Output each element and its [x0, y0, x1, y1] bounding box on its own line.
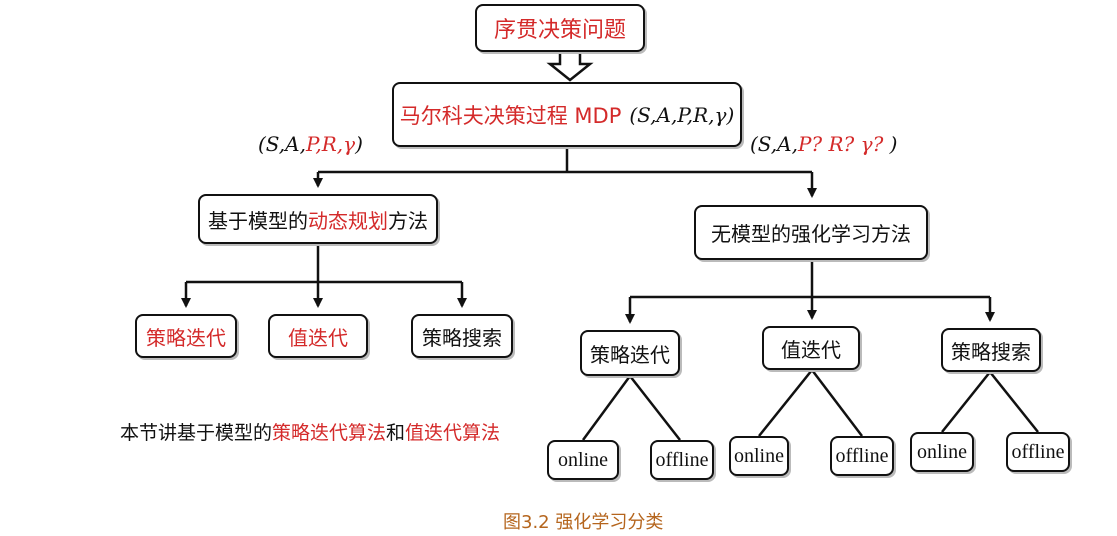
model-based-prefix: 基于模型的 — [208, 208, 308, 233]
note-text: 本节讲基于模型的 — [120, 422, 273, 444]
left-value-iteration-node: 值迭代 — [268, 314, 368, 358]
note-highlight: 值迭代算法 — [405, 422, 501, 444]
offline-node-2: offline — [830, 436, 894, 476]
model-based-tuple: (S,A,P,R,γ) — [258, 132, 363, 156]
mdp-tuple: (S,A,P,R,γ) — [629, 102, 735, 127]
tuple-open: (S,A, — [750, 132, 798, 156]
mdp-node: 马尔科夫决策过程 MDP (S,A,P,R,γ) — [392, 82, 742, 147]
right-policy-iteration-node: 策略迭代 — [580, 330, 680, 376]
online-label: online — [558, 448, 608, 471]
offline-label: offline — [655, 448, 709, 471]
online-node-1: online — [547, 440, 619, 480]
sequential-decision-label: 序贯决策问题 — [493, 18, 626, 43]
policy-iteration-label: 策略迭代 — [590, 342, 670, 367]
online-label: online — [734, 444, 784, 467]
offline-label: offline — [1011, 440, 1065, 463]
model-based-node: 基于模型的动态规划方法 — [198, 194, 438, 244]
value-iteration-label: 值迭代 — [288, 325, 348, 350]
left-policy-iteration-node: 策略迭代 — [135, 314, 237, 358]
offline-node-3: offline — [1006, 432, 1070, 472]
tuple-close: ) — [883, 132, 898, 156]
model-free-tuple: (S,A,P? R? γ? ) — [750, 132, 897, 156]
value-iteration-label: 值迭代 — [781, 337, 841, 362]
tuple-open: (S,A, — [258, 132, 306, 156]
policy-iteration-label: 策略迭代 — [146, 325, 226, 350]
policy-search-label: 策略搜索 — [422, 325, 502, 350]
model-based-suffix: 方法 — [388, 208, 428, 233]
caption-text: 图3.2 强化学习分类 — [503, 512, 664, 533]
mdp-label: 马尔科夫决策过程 MDP — [399, 103, 622, 128]
hollow-arrow — [546, 50, 594, 82]
left-policy-search-node: 策略搜索 — [411, 314, 513, 358]
model-free-node: 无模型的强化学习方法 — [694, 205, 928, 260]
tuple-unknown: P? R? γ? — [797, 132, 884, 156]
online-node-2: online — [729, 436, 789, 476]
online-label: online — [917, 440, 967, 463]
figure-caption: 图3.2 强化学习分类 — [503, 508, 663, 534]
dynamic-programming-label: 动态规划 — [308, 208, 388, 233]
online-node-3: online — [910, 432, 974, 472]
tuple-close: ) — [355, 132, 363, 156]
sequential-decision-node: 序贯决策问题 — [475, 4, 645, 52]
note-highlight: 策略迭代算法 — [272, 422, 387, 444]
right-policy-search-node: 策略搜索 — [941, 328, 1041, 372]
offline-label: offline — [835, 444, 889, 467]
offline-node-1: offline — [650, 440, 714, 480]
section-note: 本节讲基于模型的策略迭代算法和值迭代算法 — [120, 418, 500, 445]
model-free-label: 无模型的强化学习方法 — [711, 222, 911, 246]
tuple-known: P,R,γ — [305, 132, 356, 156]
policy-search-label: 策略搜索 — [951, 339, 1031, 364]
right-value-iteration-node: 值迭代 — [762, 326, 860, 370]
note-text: 和 — [386, 422, 406, 444]
